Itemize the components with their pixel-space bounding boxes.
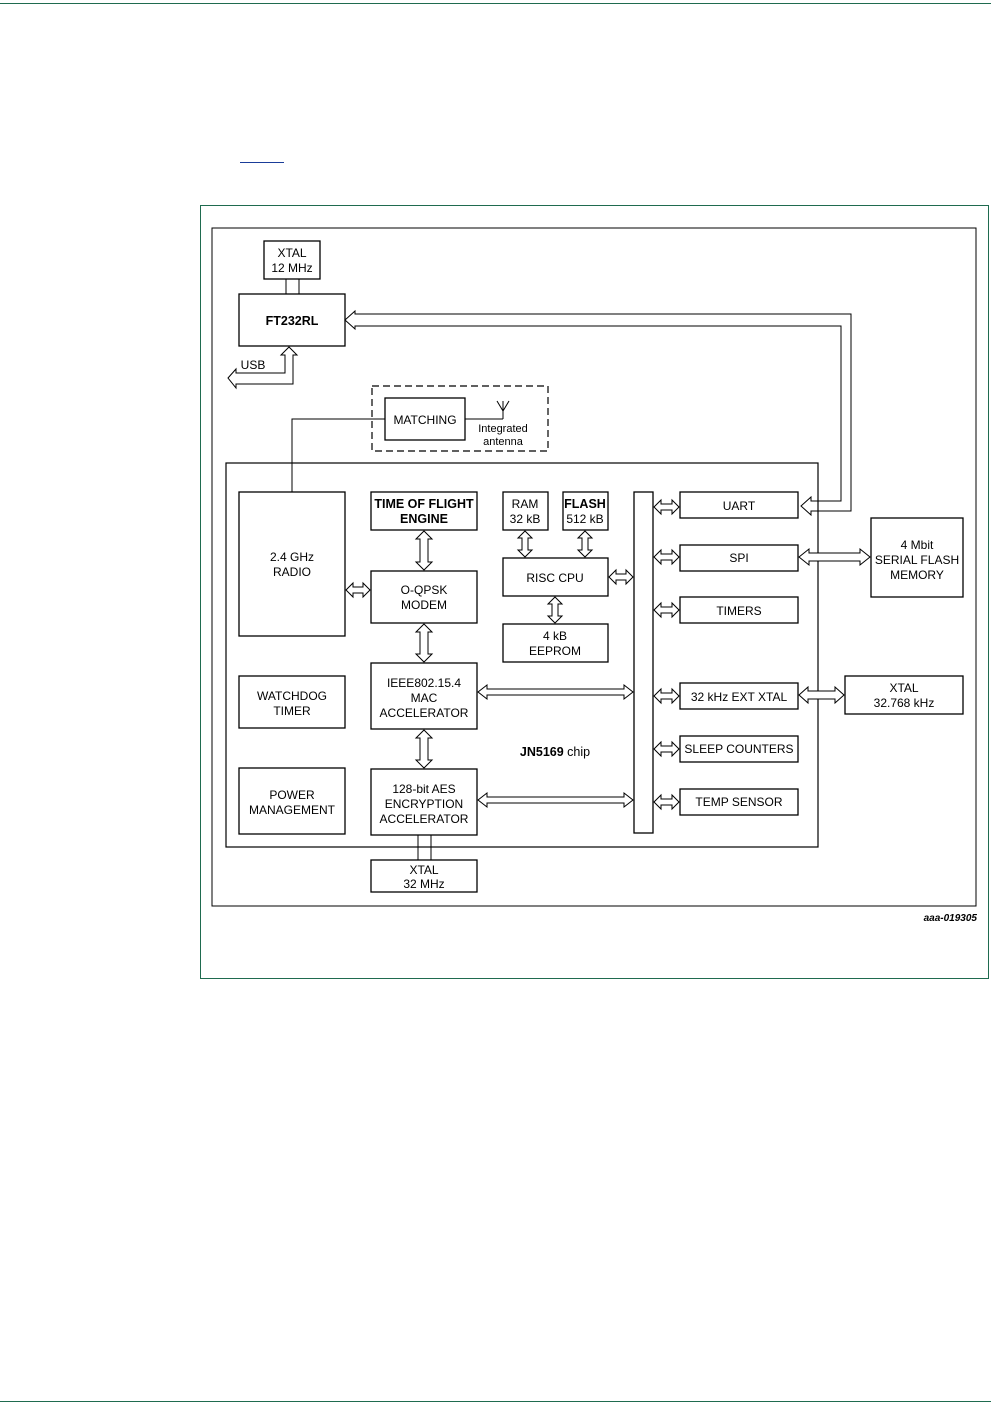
arrow-bus-temp [653,793,680,811]
sleep-counters-block: SLEEP COUNTERS [679,735,799,763]
arrow-ram-cpu [516,530,534,558]
watchdog-label-1: WATCHDOG [257,689,327,703]
jn5169-chip-boundary [225,462,819,848]
tof-label-1: TIME OF FLIGHT [374,497,474,511]
arrow-bus-sleep [653,740,680,758]
mac-label-3: ACCELERATOR [380,706,469,720]
uart-block: UART [679,491,799,519]
radio-label-1: 2.4 GHz [270,550,314,564]
uart-ft232-link [344,309,852,517]
flash-label-2: 512 kB [566,512,603,526]
flash-label-1: FLASH [564,497,606,511]
risc-cpu-label: RISC CPU [526,571,583,585]
arrow-ext-xtal-crystal [798,685,845,705]
xtal-32khz-freq: 32.768 kHz [874,696,935,710]
arrow-bus-ext-xtal [653,687,680,705]
ext-xtal-label: 32 kHz EXT XTAL [691,690,788,704]
arrow-cpu-eeprom [546,596,564,624]
figure-id: aaa-019305 [924,913,978,924]
radio-block: 2.4 GHz RADIO [238,491,346,637]
eeprom-label-2: EEPROM [529,644,581,658]
internal-bus [633,491,654,834]
watchdog-label-2: TIMER [273,704,311,718]
sleep-counters-label: SLEEP COUNTERS [684,742,793,756]
xtal-32mhz-block: XTAL 32 MHz [370,859,478,893]
ram-label-1: RAM [512,497,539,511]
power-management-block: POWER MANAGEMENT [238,767,346,835]
serial-flash-label-1: 4 Mbit [901,538,934,552]
spi-block: SPI [679,544,799,572]
uart-label: UART [723,499,756,513]
eeprom-label-1: 4 kB [543,629,567,643]
arrow-spi-serial-flash [798,547,871,567]
arrow-bus-uart [653,498,680,516]
serial-flash-label-2: SERIAL FLASH [875,553,959,567]
diagram-border [211,227,977,907]
antenna-region [371,385,549,452]
timers-block: TIMERS [679,596,799,624]
risc-cpu-block: RISC CPU [502,557,609,597]
arrow-cpu-bus [608,568,634,586]
arrow-modem-mac [414,623,434,663]
xtal-32mhz-freq: 32 MHz [403,877,444,891]
serial-flash-block: 4 Mbit SERIAL FLASH MEMORY [870,517,964,598]
spi-label: SPI [729,551,748,565]
aes-label-1: 128-bit AES [392,782,455,796]
tof-label-2: ENGINE [400,512,448,526]
serial-flash-label-3: MEMORY [890,568,944,582]
chip-label: JN5169 chip [520,745,590,759]
matching-block: MATCHING [384,397,466,441]
temp-sensor-block: TEMP SENSOR [679,788,799,816]
modem-block: O-QPSK MODEM [370,570,478,624]
xtal-12mhz-label: XTAL [277,246,306,260]
modem-label-1: O-QPSK [401,583,448,597]
header-rule [0,3,991,4]
matching-label: MATCHING [393,413,456,427]
aes-label-2: ENCRYPTION [385,797,463,811]
xtal-12mhz-block: XTAL 12 MHz [263,240,321,280]
arrow-aes-bus [477,791,634,809]
arrow-tof-modem [414,530,434,571]
footer-rule [0,1401,991,1402]
xtal-32khz-block: XTAL 32.768 kHz [844,675,964,715]
ft232rl-block: FT232RL [238,293,346,347]
mac-label-1: IEEE802.15.4 [387,676,461,690]
xtal-12mhz-freq: 12 MHz [271,261,312,275]
xtal-32khz-label: XTAL [889,681,918,695]
usb-label: USB [241,358,266,372]
xtal-32mhz-label: XTAL [409,863,438,877]
arrow-bus-timers [653,601,680,619]
arrow-radio-modem [345,581,371,599]
antenna-label-2: antenna [483,436,524,448]
modem-label-2: MODEM [401,598,447,612]
usb-connection: USB [227,346,299,390]
antenna-label-1: Integrated [478,423,528,435]
arrow-mac-aes [414,729,434,769]
tof-engine-block: TIME OF FLIGHT ENGINE [370,491,478,531]
radio-label-2: RADIO [273,565,311,579]
ext-xtal-block: 32 kHz EXT XTAL [679,682,799,710]
mac-label-2: MAC [411,691,438,705]
aes-accelerator-block: 128-bit AES ENCRYPTION ACCELERATOR [370,768,478,836]
power-label-2: MANAGEMENT [249,803,336,817]
figure-frame [200,205,989,979]
connection-arrows [345,498,871,811]
eeprom-block: 4 kB EEPROM [502,623,609,663]
figure-reference-link[interactable] [240,162,284,163]
mac-accelerator-block: IEEE802.15.4 MAC ACCELERATOR [370,662,478,730]
ram-label-2: 32 kB [510,512,541,526]
flash-block: FLASH 512 kB [562,491,609,531]
arrow-flash-cpu [576,530,594,558]
aes-label-3: ACCELERATOR [380,812,469,826]
timers-label: TIMERS [716,604,761,618]
antenna-icon [496,400,510,419]
temp-sensor-label: TEMP SENSOR [695,795,782,809]
watchdog-timer-block: WATCHDOG TIMER [238,675,346,729]
arrow-mac-bus [477,683,634,701]
ft232rl-label: FT232RL [266,314,319,328]
power-label-1: POWER [269,788,315,802]
ram-block: RAM 32 kB [502,491,549,531]
arrow-bus-spi [653,548,680,566]
